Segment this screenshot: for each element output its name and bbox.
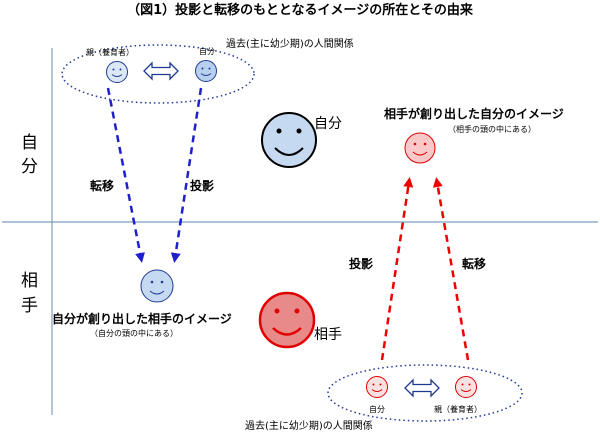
image-of-other-sublabel: （自分の頭の中にある）	[90, 329, 178, 338]
top-parent-face	[106, 61, 128, 83]
bottom-parent-label: 親（養育者）	[434, 405, 482, 414]
right-projection-arrow	[380, 177, 414, 361]
center-other-label: 相手	[314, 327, 342, 343]
diagram-title: （図1）投影と転移のもととなるイメージの所在とその由来	[127, 3, 473, 18]
image-of-self-face	[404, 132, 436, 164]
left-transfer-label: 転移	[90, 179, 115, 193]
image-of-other-label: 自分が創り出した相手のイメージ	[52, 312, 232, 326]
left-transfer-arrow	[106, 87, 145, 263]
top-self-face	[195, 60, 217, 82]
right-projection-label: 投影	[349, 257, 374, 271]
image-of-other-face	[140, 269, 174, 303]
big-other-face	[258, 291, 316, 349]
axis-label-self-1: 自	[21, 133, 38, 153]
bottom-self-label: 自分	[369, 405, 385, 414]
top-double-arrow	[143, 61, 179, 81]
top-past-relationship-label: 過去(主に幼少期)の人間関係	[226, 39, 354, 50]
right-transfer-arrow	[432, 177, 470, 361]
top-parent-label: 親（養育者）	[86, 48, 134, 57]
bottom-parent-face	[455, 376, 477, 398]
bottom-self-face	[366, 376, 388, 398]
top-past-relationship-ellipse	[61, 44, 255, 104]
axis-label-self-2: 分	[21, 157, 38, 177]
axis-label-other-1: 相	[21, 271, 38, 291]
center-self-label: 自分	[314, 116, 342, 132]
bottom-past-relationship-ellipse	[327, 364, 523, 422]
left-projection-label: 投影	[190, 179, 215, 193]
left-projection-arrow	[170, 87, 203, 263]
big-self-face	[261, 112, 317, 168]
image-of-self-sublabel: （相手の頭の中にある）	[448, 125, 536, 134]
axis-label-other-2: 手	[21, 296, 38, 316]
bottom-past-relationship-label: 過去(主に幼少期)の人間関係	[245, 421, 373, 432]
image-of-self-label: 相手が創り出した自分のイメージ	[384, 107, 564, 121]
right-transfer-label: 転移	[462, 257, 487, 271]
bottom-double-arrow	[404, 378, 440, 398]
top-self-label: 自分	[199, 47, 215, 56]
